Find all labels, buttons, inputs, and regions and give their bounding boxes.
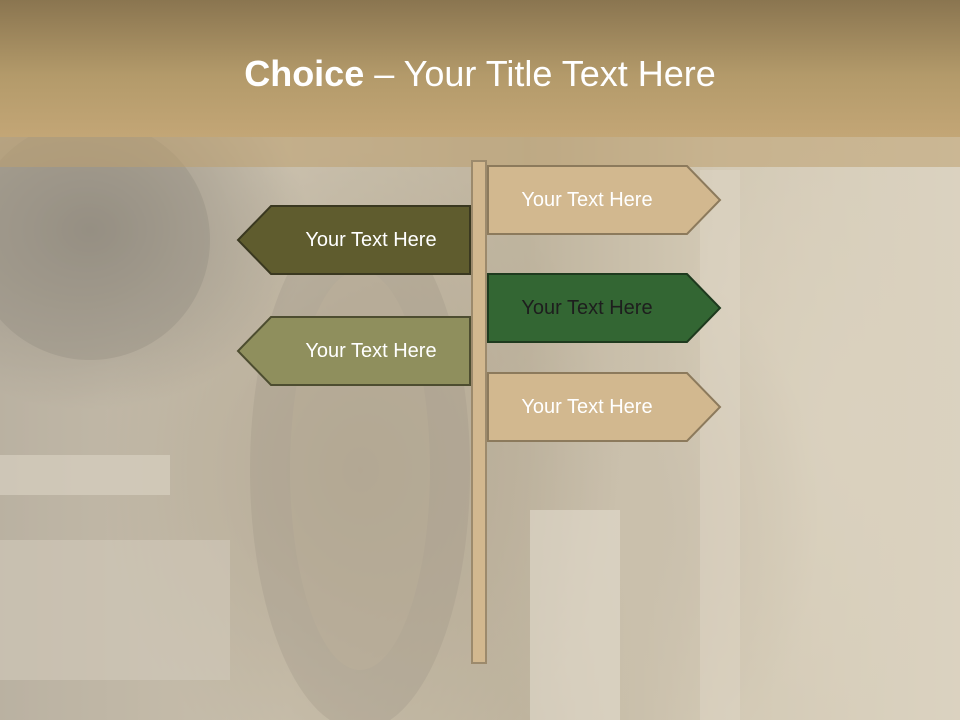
- arrow-left-shape: [236, 205, 471, 275]
- signpost-pole: [471, 160, 487, 664]
- sign-label: Your Text Here: [305, 340, 437, 362]
- sign-left-1[interactable]: Your Text Here: [236, 205, 471, 275]
- sign-right-2[interactable]: Your Text Here: [487, 273, 722, 343]
- arrow-left-shape: [236, 316, 471, 386]
- arrow-right-shape: [487, 372, 722, 442]
- sign-right-1[interactable]: Your Text Here: [487, 165, 722, 235]
- sign-left-2[interactable]: Your Text Here: [236, 316, 471, 386]
- title-band: [0, 0, 960, 137]
- sign-label: Your Text Here: [521, 297, 653, 319]
- title-bold: Choice: [244, 53, 365, 94]
- slide-title[interactable]: Choice – Your Title Text Here: [0, 52, 960, 96]
- sign-label: Your Text Here: [521, 396, 653, 418]
- sign-label: Your Text Here: [305, 229, 437, 251]
- arrow-right-shape: [487, 273, 722, 343]
- sign-label: Your Text Here: [521, 189, 653, 211]
- title-rest: – Your Title Text Here: [364, 53, 716, 94]
- arrow-right-shape: [487, 165, 722, 235]
- sign-right-3[interactable]: Your Text Here: [487, 372, 722, 442]
